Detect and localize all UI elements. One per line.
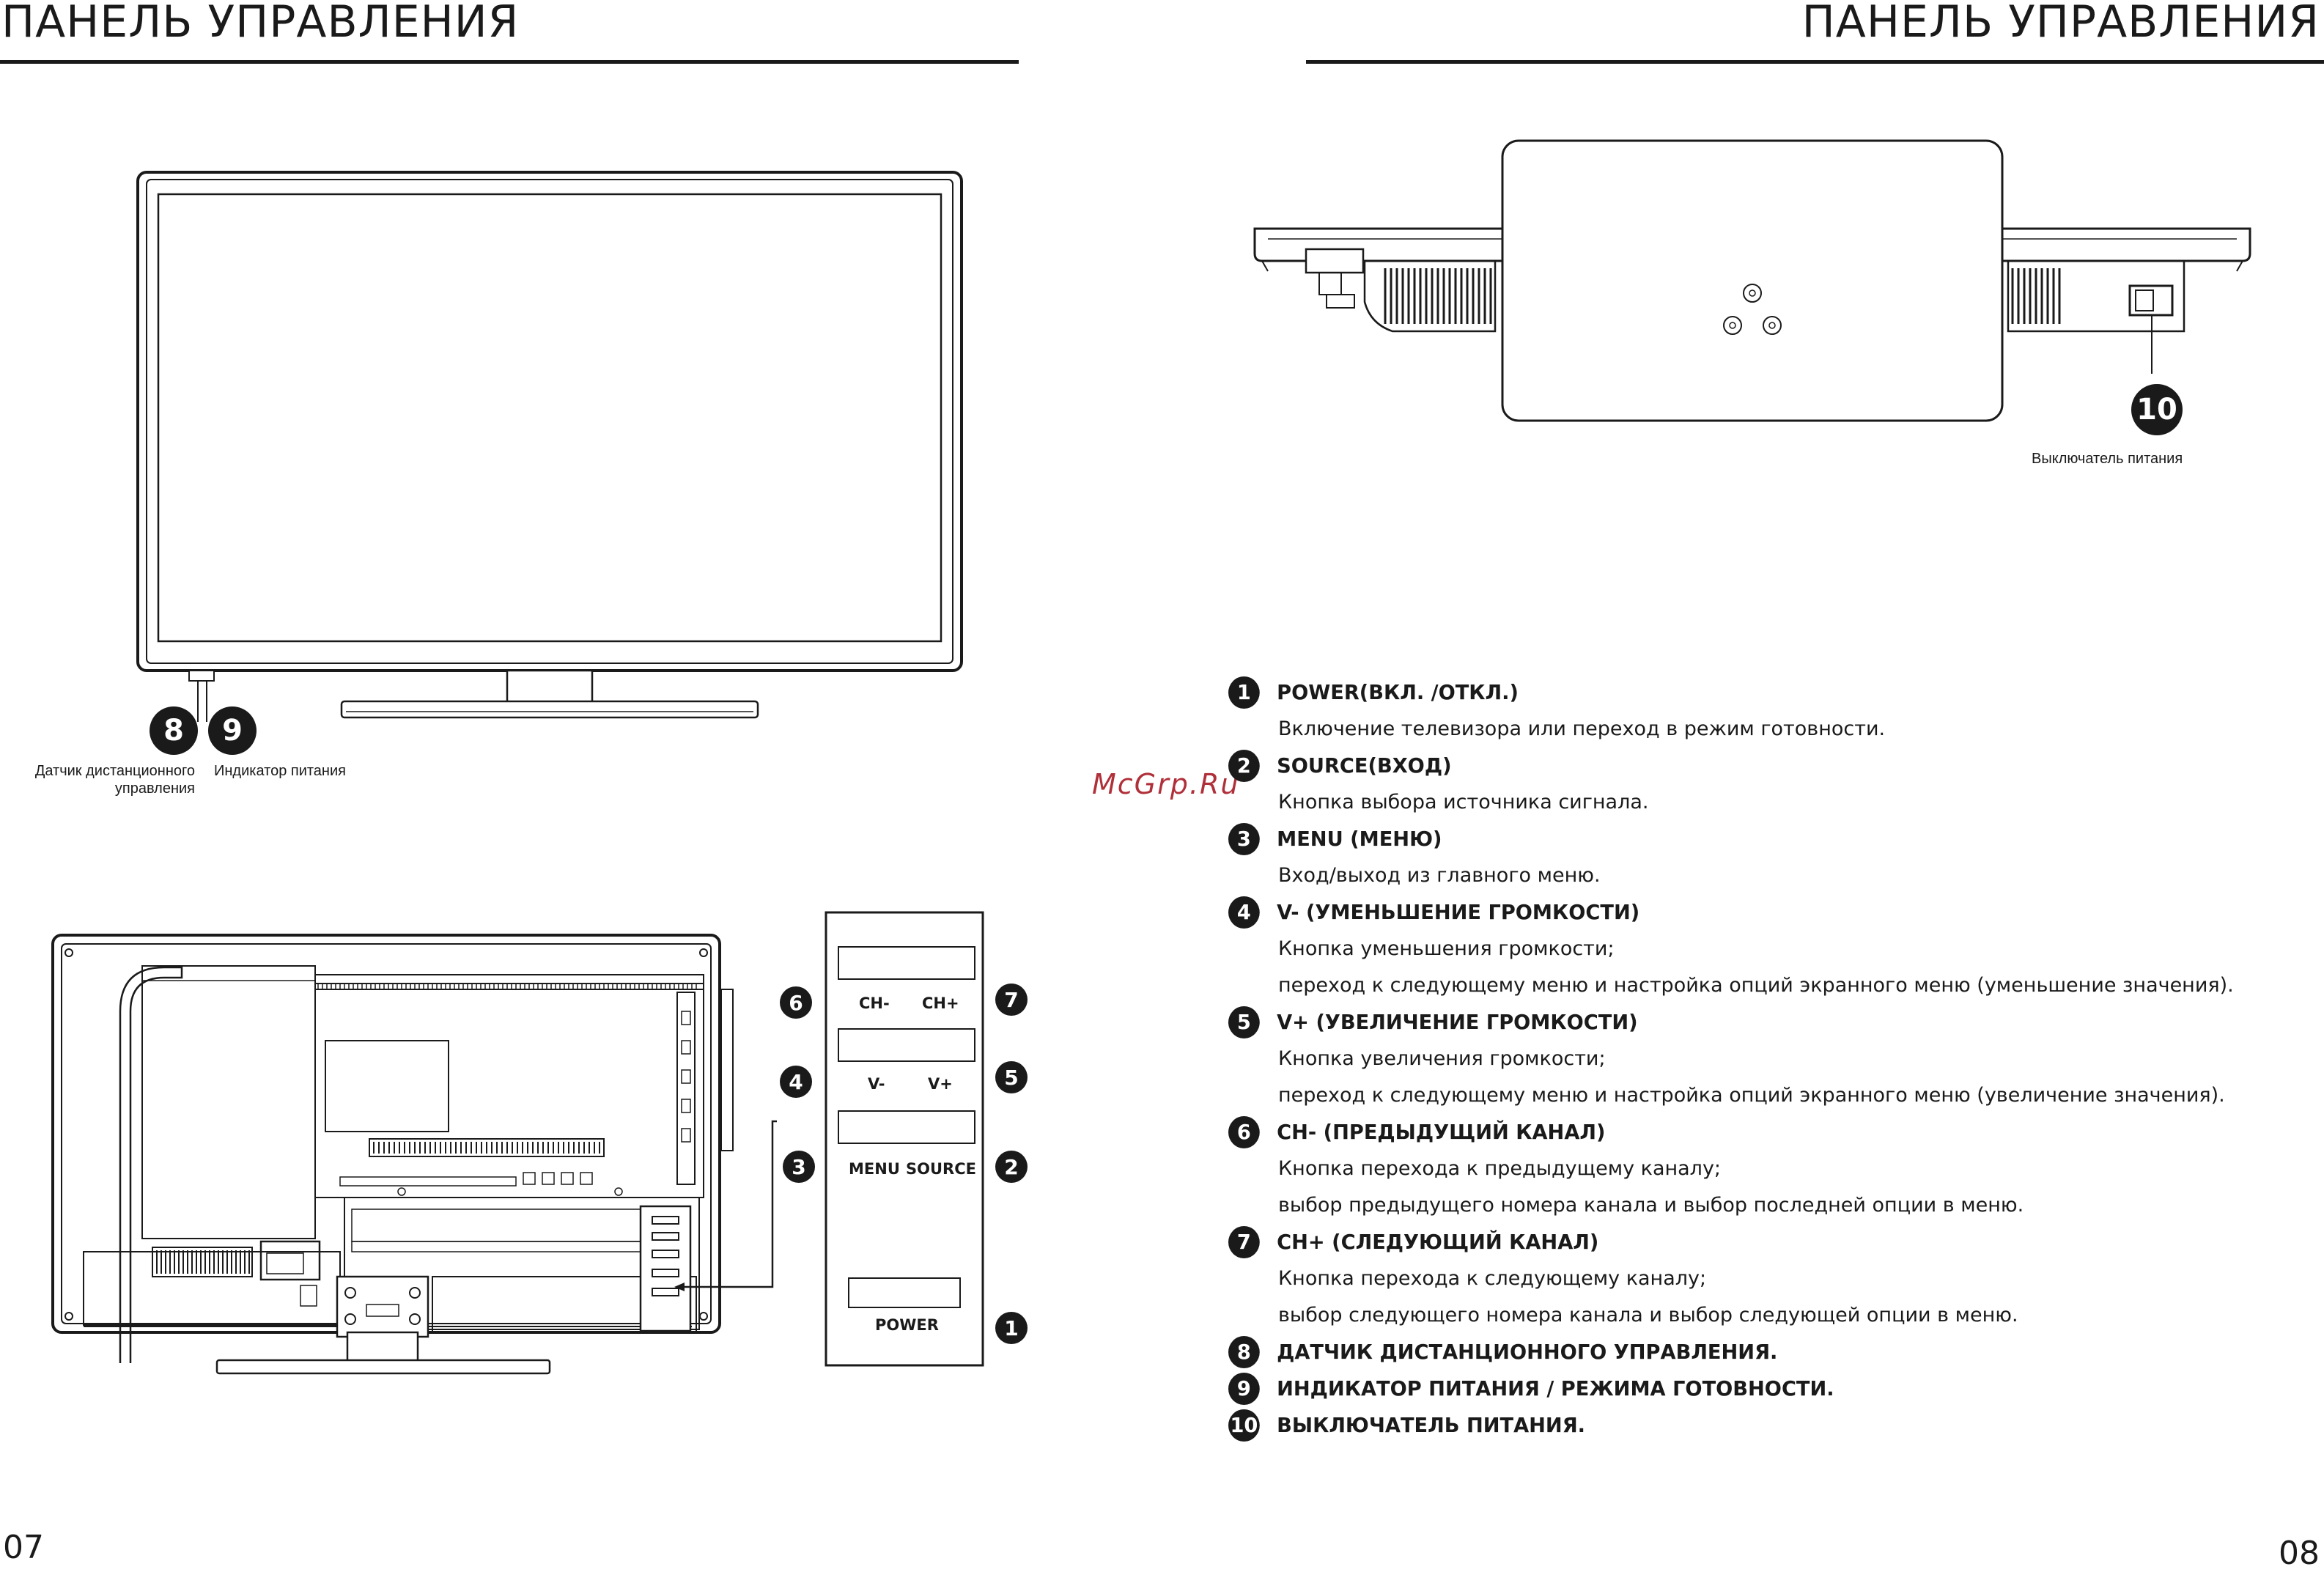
list-item: 6 CH- (ПРЕДЫДУЩИЙ КАНАЛ) Кнопка перехода … xyxy=(1228,1114,2284,1224)
label-ch-minus: CH- xyxy=(859,995,890,1012)
label-v-minus: V- xyxy=(868,1075,885,1093)
tv-top-view-illustration xyxy=(1253,139,2251,422)
power-switch-caption: Выключатель питания xyxy=(2032,451,2183,467)
item-description: Вход/выход из главного меню. xyxy=(1278,864,1601,887)
item-description: Кнопка перехода к следующему каналу; xyxy=(1278,1267,1707,1290)
label-ch-plus: CH+ xyxy=(922,995,959,1012)
item-description: Кнопка увеличения громкости; xyxy=(1278,1047,1606,1070)
list-item: 8 ДАТЧИК ДИСТАНЦИОННОГО УПРАВЛЕНИЯ. xyxy=(1228,1334,2284,1370)
callout-4-badge: 4 xyxy=(780,1066,812,1098)
power-indicator-caption: Индикатор питания xyxy=(214,763,346,779)
item-title: SOURCE(ВХОД) xyxy=(1277,753,1452,778)
list-item: 4 V- (УМЕНЬШЕНИЕ ГРОМКОСТИ) Кнопка уменьш… xyxy=(1228,894,2284,1004)
item-number-badge: 2 xyxy=(1228,750,1260,782)
item-number-badge: 1 xyxy=(1228,676,1260,709)
item-description: Включение телевизора или переход в режим… xyxy=(1278,717,1886,740)
remote-sensor-caption-line1: Датчик дистанционного xyxy=(34,763,195,779)
right-header-rule xyxy=(1306,60,2324,64)
callout-7-badge: 7 xyxy=(995,984,1028,1016)
label-source: SOURCE xyxy=(906,1160,976,1178)
list-item: 3 MENU (МЕНЮ) Вход/выход из главного меню… xyxy=(1228,821,2284,894)
item-description: выбор следующего номера канала и выбор с… xyxy=(1278,1304,2018,1326)
item-description: выбор предыдущего номера канала и выбор … xyxy=(1278,1194,2024,1217)
left-page-title: ПАНЕЛЬ УПРАВЛЕНИЯ xyxy=(1,0,520,48)
remote-sensor-caption-line2: управления xyxy=(114,781,195,797)
remote-sensor-caption: Датчик дистанционного управления xyxy=(22,762,195,797)
list-item: 7 CH+ (СЛЕДУЮЩИЙ КАНАЛ) Кнопка перехода к… xyxy=(1228,1224,2284,1334)
item-number-badge: 8 xyxy=(1228,1336,1260,1368)
item-description: Кнопка выбора источника сигнала. xyxy=(1278,791,1649,813)
item-number-badge: 3 xyxy=(1228,823,1260,855)
item-number-badge: 6 xyxy=(1228,1116,1260,1148)
item-title: ДАТЧИК ДИСТАНЦИОННОГО УПРАВЛЕНИЯ. xyxy=(1277,1340,1778,1364)
item-number-badge: 5 xyxy=(1228,1006,1260,1038)
callout-8-badge: 8 xyxy=(150,706,198,755)
label-menu: MENU xyxy=(849,1160,900,1178)
item-title: V- (УМЕНЬШЕНИЕ ГРОМКОСТИ) xyxy=(1277,900,1640,924)
list-item: 1 POWER(ВКЛ. /ОТКЛ.) Включение телевизора… xyxy=(1228,674,2284,748)
item-number-badge: 9 xyxy=(1228,1373,1260,1405)
item-description: Кнопка перехода к предыдущему каналу; xyxy=(1278,1157,1722,1180)
left-header-rule xyxy=(0,60,1019,64)
item-number-badge: 4 xyxy=(1228,896,1260,929)
callout-9-badge: 9 xyxy=(208,706,257,755)
callout-6-badge: 6 xyxy=(780,986,812,1019)
item-number-badge: 7 xyxy=(1228,1226,1260,1258)
callout-5-badge: 5 xyxy=(995,1061,1028,1093)
button-panel-diagram xyxy=(825,911,984,1367)
label-power: POWER xyxy=(875,1316,939,1334)
callout-3-badge: 3 xyxy=(783,1151,815,1183)
right-page-number: 08 xyxy=(2279,1535,2320,1572)
watermark: McGrp.Ru xyxy=(1092,768,1240,800)
tv-front-illustration xyxy=(136,171,963,722)
right-page-title: ПАНЕЛЬ УПРАВЛЕНИЯ xyxy=(1801,0,2320,48)
item-title: MENU (МЕНЮ) xyxy=(1277,827,1442,851)
item-description: переход к следующему меню и настройка оп… xyxy=(1278,974,2234,997)
list-item: 10 ВЫКЛЮЧАТЕЛЬ ПИТАНИЯ. xyxy=(1228,1407,2284,1444)
callout-2-badge: 2 xyxy=(995,1151,1028,1183)
item-description: Кнопка уменьшения громкости; xyxy=(1278,937,1615,960)
tv-rear-illustration xyxy=(51,934,777,1375)
left-page-number: 07 xyxy=(3,1529,44,1566)
item-description: переход к следующему меню и настройка оп… xyxy=(1278,1084,2225,1107)
label-v-plus: V+ xyxy=(928,1075,953,1093)
item-title: ИНДИКАТОР ПИТАНИЯ / РЕЖИМА ГОТОВНОСТИ. xyxy=(1277,1376,1834,1401)
item-title: ВЫКЛЮЧАТЕЛЬ ПИТАНИЯ. xyxy=(1277,1413,1586,1437)
callout-10-badge: 10 xyxy=(2131,384,2183,435)
item-title: CH- (ПРЕДЫДУЩИЙ КАНАЛ) xyxy=(1277,1120,1606,1144)
item-title: V+ (УВЕЛИЧЕНИЕ ГРОМКОСТИ) xyxy=(1277,1010,1638,1034)
list-item: 5 V+ (УВЕЛИЧЕНИЕ ГРОМКОСТИ) Кнопка увелич… xyxy=(1228,1004,2284,1114)
item-title: CH+ (СЛЕДУЮЩИЙ КАНАЛ) xyxy=(1277,1230,1599,1254)
list-item: 9 ИНДИКАТОР ПИТАНИЯ / РЕЖИМА ГОТОВНОСТИ. xyxy=(1228,1370,2284,1407)
item-number-badge: 10 xyxy=(1228,1409,1260,1442)
list-item: 2 SOURCE(ВХОД) Кнопка выбора источника си… xyxy=(1228,748,2284,821)
callout-1-badge: 1 xyxy=(995,1312,1028,1344)
controls-description-list: 1 POWER(ВКЛ. /ОТКЛ.) Включение телевизора… xyxy=(1228,674,2284,1444)
item-title: POWER(ВКЛ. /ОТКЛ.) xyxy=(1277,680,1519,704)
